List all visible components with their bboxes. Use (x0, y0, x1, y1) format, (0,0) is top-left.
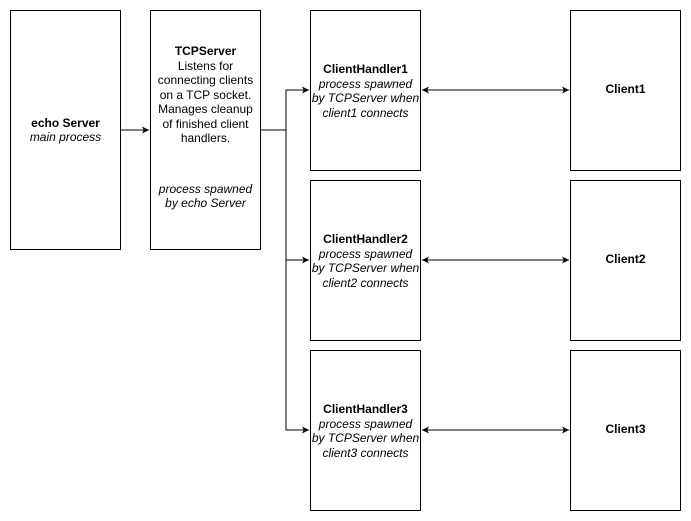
client2-label: Client2 (605, 252, 646, 267)
tcpserver-box: TCPServer Listens for connecting clients… (150, 10, 261, 250)
client1-box: Client1 (570, 10, 681, 171)
clienthandler1-box: ClientHandler1 process spawned by TCPSer… (310, 10, 421, 171)
echo-server-subtitle: main process (29, 130, 102, 144)
clienthandler1-title: ClientHandler1 (323, 62, 408, 76)
arrow-tcpserver-to-handler2 (261, 129, 309, 264)
tcpserver-description-line: handlers. (180, 131, 231, 145)
clienthandler1-note-line: client1 connects (322, 105, 409, 120)
clienthandler1-note-line: process spawned (318, 76, 413, 91)
arrow-tcpserver-to-handler3 (261, 129, 309, 434)
clienthandler2-note-line: by TCPServer when (311, 261, 420, 275)
tcpserver-description-line: of finished client (162, 116, 249, 131)
clienthandler3-note-line: by TCPServer when (311, 431, 420, 445)
tcpserver-description-line: connecting clients (157, 73, 254, 87)
echo-server-box: echo Server main process (10, 10, 121, 250)
clienthandler2-box: ClientHandler2 process spawned by TCPSer… (310, 180, 421, 341)
clienthandler3-note-line: process spawned (318, 416, 413, 431)
tcpserver-title: TCPServer (174, 44, 237, 58)
client1-label: Client1 (605, 82, 646, 97)
client3-box: Client3 (570, 350, 681, 511)
clienthandler2-title: ClientHandler2 (323, 232, 408, 246)
clienthandler3-note-line: client3 connects (322, 445, 409, 460)
arrow-tcpserver-to-handler1 (261, 86, 309, 131)
clienthandler2-note-line: client2 connects (322, 275, 409, 290)
tcpserver-note-line: process spawned (158, 181, 253, 196)
client2-box: Client2 (570, 180, 681, 341)
clienthandler3-title: ClientHandler3 (323, 402, 408, 416)
clienthandler1-note-line: by TCPServer when (311, 91, 420, 105)
echo-server-title: echo Server (31, 115, 100, 130)
tcpserver-description-line: on a TCP socket. (159, 87, 252, 102)
clienthandler3-box: ClientHandler3 process spawned by TCPSer… (310, 350, 421, 511)
clienthandler2-note-line: process spawned (318, 246, 413, 261)
tcpserver-description-line: Listens for (177, 58, 234, 73)
tcpserver-description-line: Manages cleanup (158, 102, 253, 116)
tcpserver-note-line: by echo Server (165, 196, 246, 210)
client3-label: Client3 (605, 422, 646, 437)
